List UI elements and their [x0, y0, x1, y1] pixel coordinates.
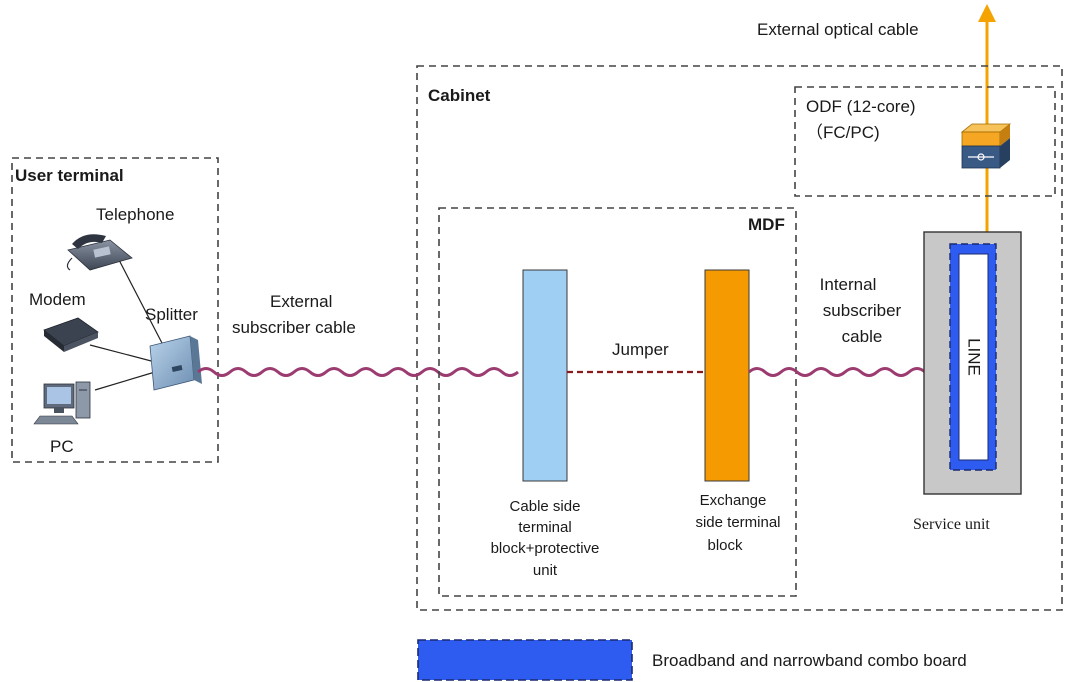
legend-combo-board-swatch [417, 639, 633, 681]
exchange-side-label-2: side terminal [695, 514, 780, 531]
pc-icon [33, 381, 91, 425]
splitter-label: Splitter [145, 305, 198, 324]
external-subscriber-cable [197, 367, 519, 377]
exchange-side-label-1: Exchange [700, 492, 767, 509]
cable-side-terminal-block [522, 269, 568, 482]
splitter-icon [149, 335, 202, 391]
odf-connector-icon [960, 123, 1012, 169]
external-cable-label-2: subscriber cable [232, 318, 356, 337]
cable-side-label-1: Cable side [510, 498, 581, 515]
odf-box [794, 86, 1056, 197]
cable-side-label-3: block+protective [491, 540, 600, 557]
external-optical-cable [978, 4, 996, 232]
odf-label-line2: （FC/PC) [806, 123, 880, 142]
line-board-slot [958, 253, 989, 461]
user-terminal-label: User terminal [15, 166, 124, 185]
terminal-connections [89, 257, 164, 391]
exchange-side-label-3: block [707, 537, 743, 554]
cabinet-label: Cabinet [428, 86, 491, 105]
cable-side-label-4: unit [533, 562, 558, 579]
line-label: LINE [965, 338, 984, 376]
odf-label-line1: ODF (12-core) [806, 97, 916, 116]
pc-label: PC [50, 437, 74, 456]
external-cable-label-1: External [270, 292, 332, 311]
cabinet-box [416, 65, 1063, 611]
modem-icon [43, 317, 99, 352]
legend-combo-board-label: Broadband and narrowband combo board [652, 651, 967, 670]
mdf-box [438, 207, 797, 597]
internal-cable-label-1: Internal [820, 275, 877, 294]
service-unit-label: Service unit [913, 516, 990, 533]
mdf-label: MDF [748, 215, 785, 234]
telephone-icon [66, 234, 133, 271]
internal-cable-label-2: subscriber [823, 301, 902, 320]
cable-side-label-2: terminal [518, 519, 571, 536]
telephone-label: Telephone [96, 205, 174, 224]
jumper-label: Jumper [612, 340, 669, 359]
exchange-side-terminal-block [704, 269, 750, 482]
internal-cable-label-3: cable [842, 327, 883, 346]
external-optical-cable-label: External optical cable [757, 20, 919, 39]
user-terminal-box [11, 157, 219, 463]
modem-label: Modem [29, 290, 86, 309]
